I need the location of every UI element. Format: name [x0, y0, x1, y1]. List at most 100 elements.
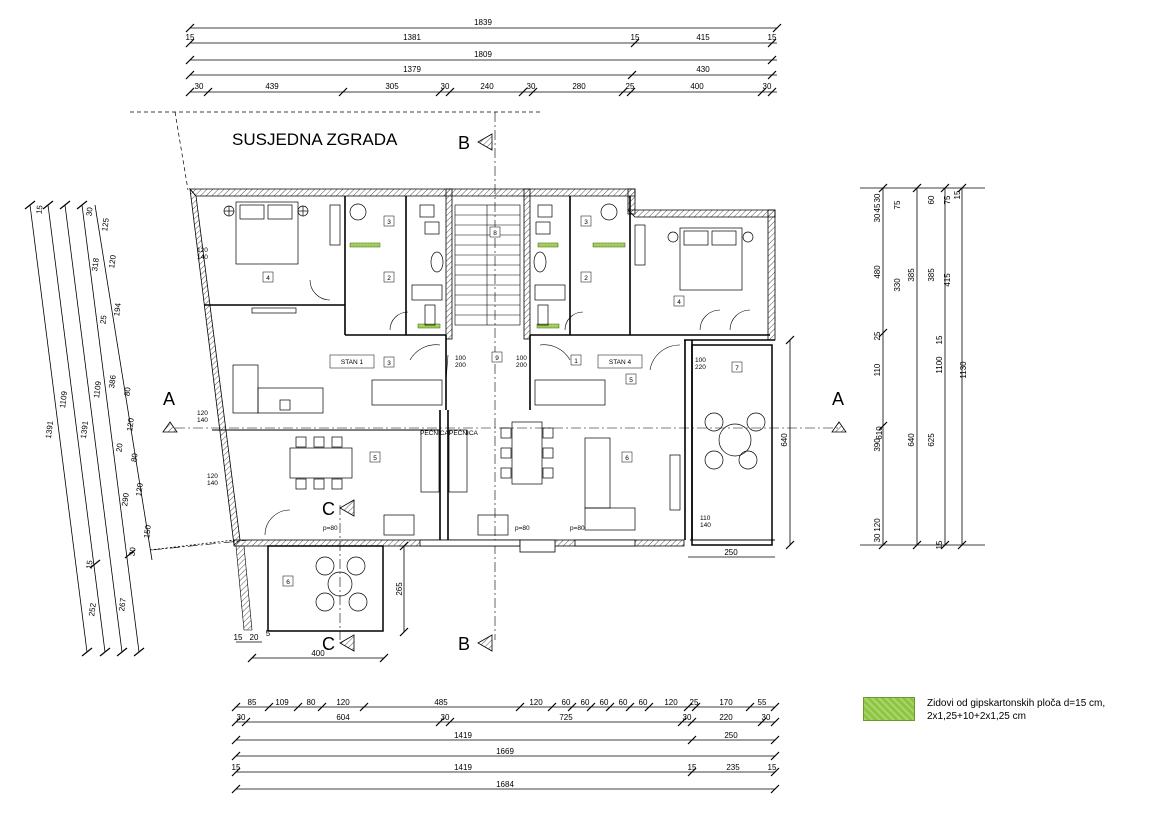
- dim-right-330: 330: [893, 278, 902, 292]
- dimensions-left-text: 15 1391 252 1109 15 1391 267 30 1109 30 …: [35, 204, 153, 617]
- dim-left-80a: 80: [123, 386, 133, 396]
- dim-top-total: 1839: [474, 18, 492, 27]
- room-4-left: 4: [266, 275, 270, 282]
- dimensions-right: [688, 183, 985, 558]
- dim-bot-r1-13: 170: [719, 698, 733, 707]
- sofa-left: [232, 364, 259, 414]
- furniture: [223, 201, 766, 612]
- room-4-right: 4: [677, 299, 681, 306]
- dim-right-480: 480: [873, 265, 882, 279]
- dim-bot-r1-10: 60: [639, 698, 648, 707]
- section-c-bottom-arrow: [339, 634, 355, 652]
- bed-left: [235, 201, 299, 265]
- dim-bot-r1-12: 25: [690, 698, 699, 707]
- dim-left-125: 125: [100, 217, 111, 232]
- dim-right-110: 110: [873, 363, 882, 376]
- dim-bot-r1-14: 55: [758, 698, 767, 707]
- dimensions-left: [24, 200, 235, 657]
- dim-left-30b: 30: [128, 546, 138, 556]
- dim-right-15b: 15: [935, 540, 944, 549]
- legend-text: Zidovi od gipskartonskih ploča d=15 cm, …: [927, 697, 1105, 723]
- dimensions-bottom: [231, 702, 780, 794]
- dim-right-15c: 15: [953, 190, 962, 199]
- room-5-left: 5: [373, 455, 377, 462]
- dim-bot-r1-3: 120: [336, 698, 350, 707]
- dim-bot-r5-3: 235: [726, 763, 740, 772]
- room-6-right: 6: [625, 455, 629, 462]
- dim-top-r2-4: 15: [768, 33, 777, 42]
- apartment-labels: STAN 1 STAN 4: [329, 354, 643, 369]
- dim-left-30a: 30: [85, 206, 95, 216]
- dim-bot-r1-11: 120: [664, 698, 678, 707]
- dim-bot-r5-2: 15: [688, 763, 697, 772]
- dim-left-1109b: 1109: [92, 380, 103, 399]
- dim-right-30c: 30: [873, 213, 882, 222]
- room-number-text: 4 3 2 3 8 9 1 3 2 4 5 7 5 6 6: [266, 219, 739, 586]
- room-9: 9: [495, 355, 499, 362]
- legend-line-1: Zidovi od gipskartonskih ploča d=15 cm,: [927, 698, 1106, 709]
- dim-left-150: 150: [142, 524, 153, 539]
- dim-left-267: 267: [117, 597, 128, 612]
- room-1: 1: [574, 358, 578, 365]
- dim-left-1391a: 1391: [44, 420, 55, 439]
- dim-left-20: 20: [115, 442, 125, 452]
- dim-bl-20: 20: [250, 633, 259, 642]
- dim-right-640a: 640: [907, 433, 916, 447]
- dim-terrace-width: 250: [724, 548, 738, 557]
- dim-top-r2-2: 15: [631, 33, 640, 42]
- dim-bl-5: 5: [266, 629, 271, 638]
- dim-left-194: 194: [112, 302, 123, 317]
- dimensions-right-text: 480 25 110 390 120 30 30 45 30 75 330 61…: [724, 190, 968, 557]
- dim-left-1391b: 1391: [79, 420, 90, 439]
- gypsum-walls: [349, 242, 626, 329]
- dim-bot-r3-0: 1419: [454, 731, 472, 740]
- dim-bot-r1-7: 60: [581, 698, 590, 707]
- room-5-hall: 5: [629, 377, 633, 384]
- dim-bot-r1-2: 80: [307, 698, 316, 707]
- dimensions-balcony-text: 265 400 15 20 5: [234, 582, 404, 658]
- dim-top-r2-3: 415: [696, 33, 710, 42]
- door-label-6: p=80: [570, 525, 585, 532]
- dim-bl-15: 15: [234, 633, 243, 642]
- dim-top-r5-0: 30: [195, 82, 204, 91]
- room-2-left: 2: [387, 275, 391, 282]
- dim-bot-r1-5: 120: [529, 698, 543, 707]
- dim-right-1130: 1130: [959, 361, 968, 379]
- bottom-openings: [419, 539, 636, 553]
- dim-right-75: 75: [893, 200, 902, 209]
- dimensions-top-text: 1839 15 1381 15 415 15 1809 1379 430 30 …: [186, 18, 777, 91]
- dim-right-625: 625: [927, 433, 936, 447]
- dim-top-r5-6: 280: [572, 82, 586, 91]
- bed-right: [679, 227, 743, 291]
- dim-terrace-height: 640: [780, 433, 789, 447]
- dim-bot-r1-6: 60: [562, 698, 571, 707]
- dim-bot-r2-1: 604: [336, 713, 350, 722]
- room-2-right: 2: [584, 275, 588, 282]
- room-3-hall: 3: [387, 360, 391, 367]
- legend-line-2: 2x1,25+10+2x1,25 cm: [927, 711, 1026, 722]
- room-3-right: 3: [584, 219, 588, 226]
- apartment-stan4: STAN 4: [609, 359, 632, 366]
- dim-top-r5-7: 25: [626, 82, 635, 91]
- apartment-stan1: STAN 1: [341, 359, 364, 366]
- sofa-right: [584, 437, 611, 509]
- dim-top-r5-1: 439: [265, 82, 279, 91]
- dim-top-r2-1: 1381: [403, 33, 421, 42]
- dim-bot-r5-0: 15: [232, 763, 241, 772]
- dim-right-30a: 30: [873, 533, 882, 542]
- dimensions-bottom-text: 85 109 80 120 485 120 60 60 60 60 60 120…: [232, 698, 777, 789]
- dim-bot-r2-0: 30: [237, 713, 246, 722]
- door-swings: [264, 279, 751, 536]
- dim-left-80b: 80: [130, 452, 140, 462]
- section-a-right-arrow: [831, 421, 847, 433]
- dim-right-120: 120: [873, 518, 882, 532]
- dim-balcony-height: 265: [395, 582, 404, 596]
- section-a-right-label: A: [832, 389, 844, 409]
- dim-right-1100: 1100: [935, 356, 944, 374]
